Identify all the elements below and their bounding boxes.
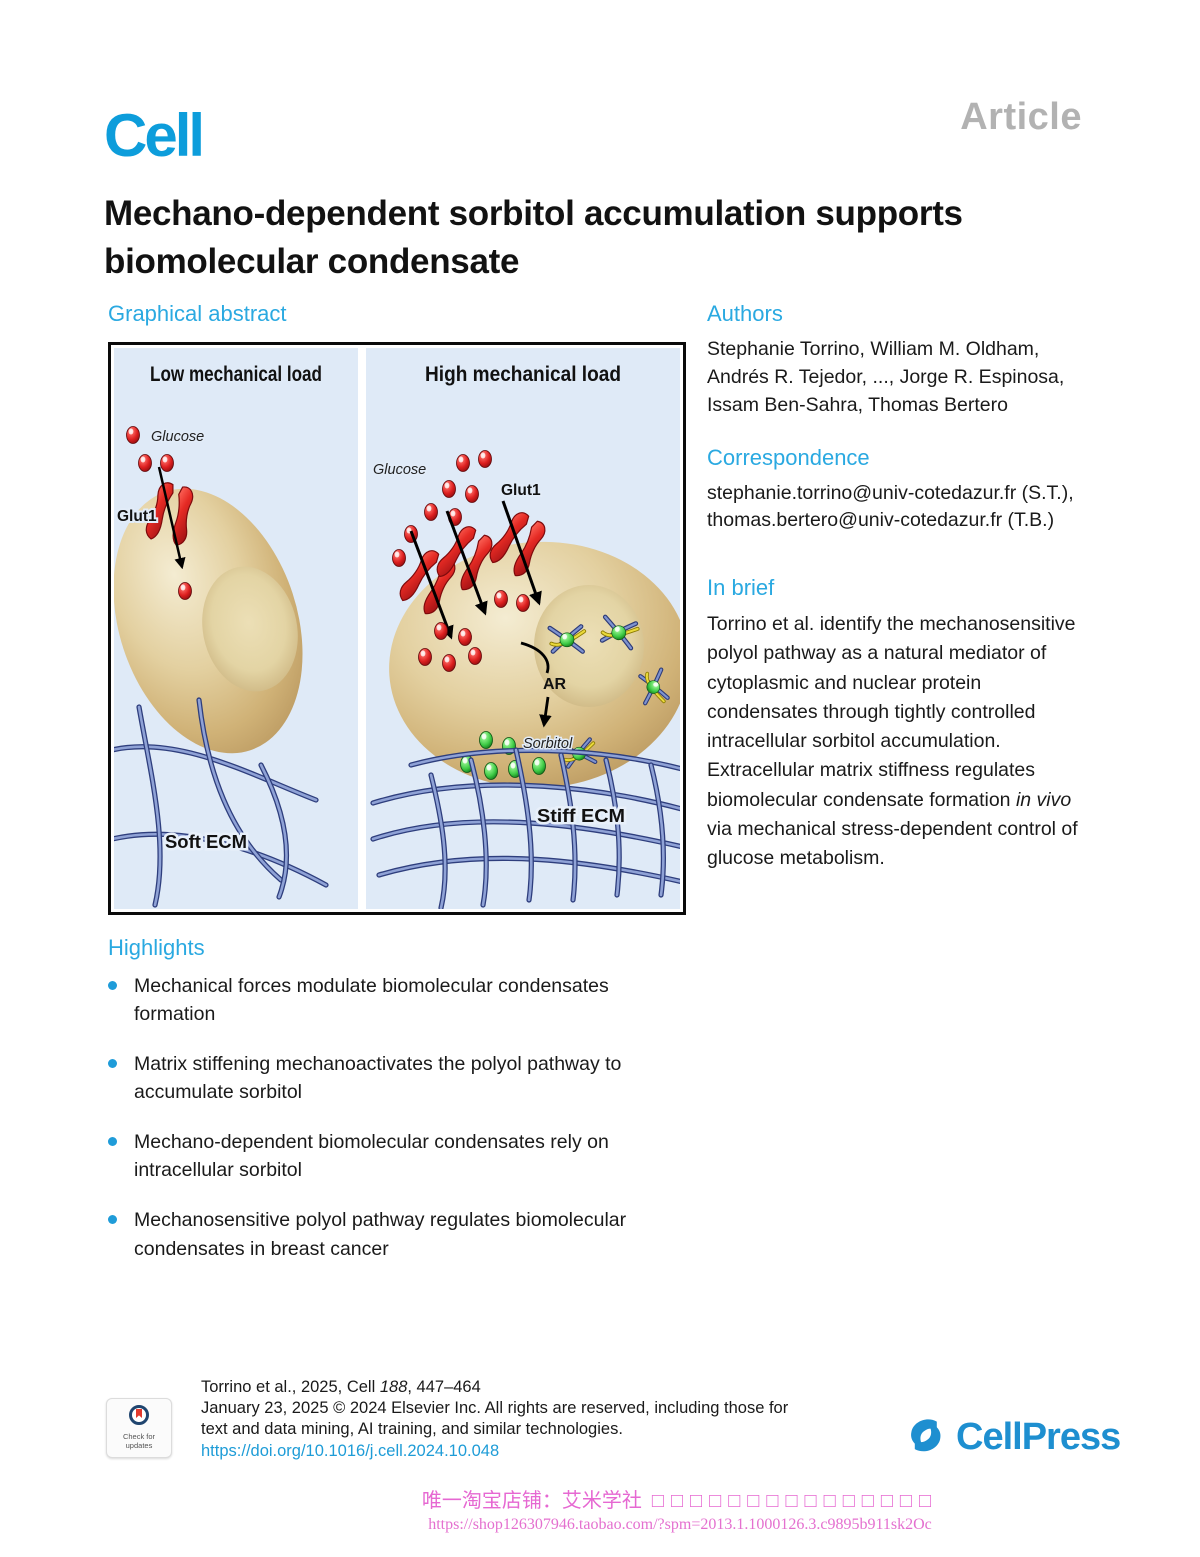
cell-nucleus-left — [202, 566, 298, 692]
soft-ecm-label: Soft ECM — [165, 832, 247, 852]
authors-names: Stephanie Torrino, William M. Oldham, An… — [707, 338, 1065, 416]
glut1-label-right: Glut1 — [501, 482, 541, 499]
in-brief-italic-phrase: in vivo — [1015, 788, 1072, 811]
highlight-text: Mechanical forces modulate biomolecular … — [134, 975, 609, 1026]
page-title: Mechano-dependent sorbitol accumulation … — [104, 194, 963, 281]
ar-arrow — [539, 696, 552, 728]
highlight-item: Mechanosensitive polyol pathway regulate… — [108, 1206, 664, 1262]
watermark-line1: 唯一淘宝店铺：艾米学社□□□□□□□□□□□□□□□ — [421, 1490, 939, 1512]
graphical-abstract-heading: Graphical abstract — [108, 301, 287, 326]
glucose-uptake-arrows-right — [409, 500, 542, 640]
highlights-list: Mechanical forces modulate biomolecular … — [108, 972, 664, 1285]
doi-link[interactable]: https://doi.org/10.1016/j.cell.2024.10.0… — [201, 1442, 500, 1461]
highlight-item: Mechano-dependent biomolecular condensat… — [108, 1128, 664, 1184]
highlights-heading: Highlights — [108, 935, 205, 960]
in-brief-text: Torrino et al. identify the mechanosensi… — [707, 610, 1087, 873]
sorbitol-label: Sorbitol — [523, 736, 573, 752]
bullet-icon — [108, 1059, 117, 1069]
journal-logo: Cell — [104, 102, 205, 169]
correspondence-heading: Correspondence — [707, 445, 870, 470]
shop-watermark: 唯一淘宝店铺：艾米学社□□□□□□□□□□□□□□□ https://shop1… — [140, 1484, 1200, 1534]
check-for-updates-text: Check for updates — [122, 1432, 156, 1451]
check-for-updates-badge[interactable]: Check for updates — [106, 1398, 172, 1458]
correspondence-emails: stephanie.torrino@univ-cotedazur.fr (S.T… — [707, 482, 1074, 532]
ar-label: AR — [543, 676, 567, 693]
highlight-text: Mechanosensitive polyol pathway regulate… — [134, 1209, 627, 1260]
watermark-boxes: □□□□□□□□□□□□□□□ — [651, 1490, 939, 1512]
cellpress-text: CellPress — [956, 1416, 1121, 1458]
glucose-uptake-arrow-left — [157, 466, 186, 570]
highlight-item: Mechanical forces modulate biomolecular … — [108, 972, 664, 1028]
check-for-updates-icon — [129, 1405, 149, 1425]
in-brief-heading: In brief — [707, 575, 775, 600]
glucose-label-right: Glucose — [373, 462, 426, 478]
figure-svg: Low mechanical load High mechanical load… — [114, 348, 680, 909]
in-brief-text-before: Torrino et al. identify the mechanosensi… — [707, 613, 1076, 811]
graphical-abstract-figure: Low mechanical load High mechanical load… — [108, 342, 686, 915]
glut1-label-left: Glut1 — [117, 508, 157, 525]
bullet-icon — [108, 1215, 117, 1225]
citation-volume: 188 — [379, 1378, 408, 1396]
glucose-label-left: Glucose — [151, 429, 204, 445]
highlight-text: Mechano-dependent biomolecular condensat… — [134, 1131, 609, 1182]
authors-heading: Authors — [707, 301, 783, 326]
stiff-ecm-label: Stiff ECM — [537, 806, 625, 826]
footer-citation-block: Torrino et al., 2025, Cell 188, 447–464 … — [201, 1377, 801, 1462]
in-brief-text-after: via mechanical stress-dependent control … — [707, 817, 1078, 869]
bullet-icon — [108, 981, 117, 990]
cell-nucleus-right — [534, 585, 644, 707]
highlight-item: Matrix stiffening mechanoactivates the p… — [108, 1050, 664, 1106]
citation-line: Torrino et al., 2025, Cell 188, 447–464 — [201, 1378, 481, 1396]
glucose-molecule-inside-left — [178, 582, 192, 600]
article-type-badge: Article — [960, 96, 1082, 138]
cellpress-icon — [911, 1419, 941, 1452]
watermark-url[interactable]: https://shop126307946.taobao.com/?spm=20… — [428, 1516, 932, 1533]
soft-ecm-mesh — [114, 697, 329, 908]
cellpress-logo: CellPress — [906, 1416, 1121, 1458]
bullet-icon — [108, 1137, 117, 1147]
left-panel — [114, 426, 329, 908]
highlight-text: Matrix stiffening mechanoactivates the p… — [134, 1053, 622, 1104]
right-panel-title: High mechanical load — [425, 363, 621, 386]
right-panel — [370, 450, 680, 909]
left-panel-title: Low mechanical load — [150, 363, 322, 386]
stiff-ecm-mesh — [370, 747, 680, 909]
copyright-line: January 23, 2025 © 2024 Elsevier Inc. Al… — [201, 1399, 789, 1439]
ar-curve — [520, 641, 550, 674]
